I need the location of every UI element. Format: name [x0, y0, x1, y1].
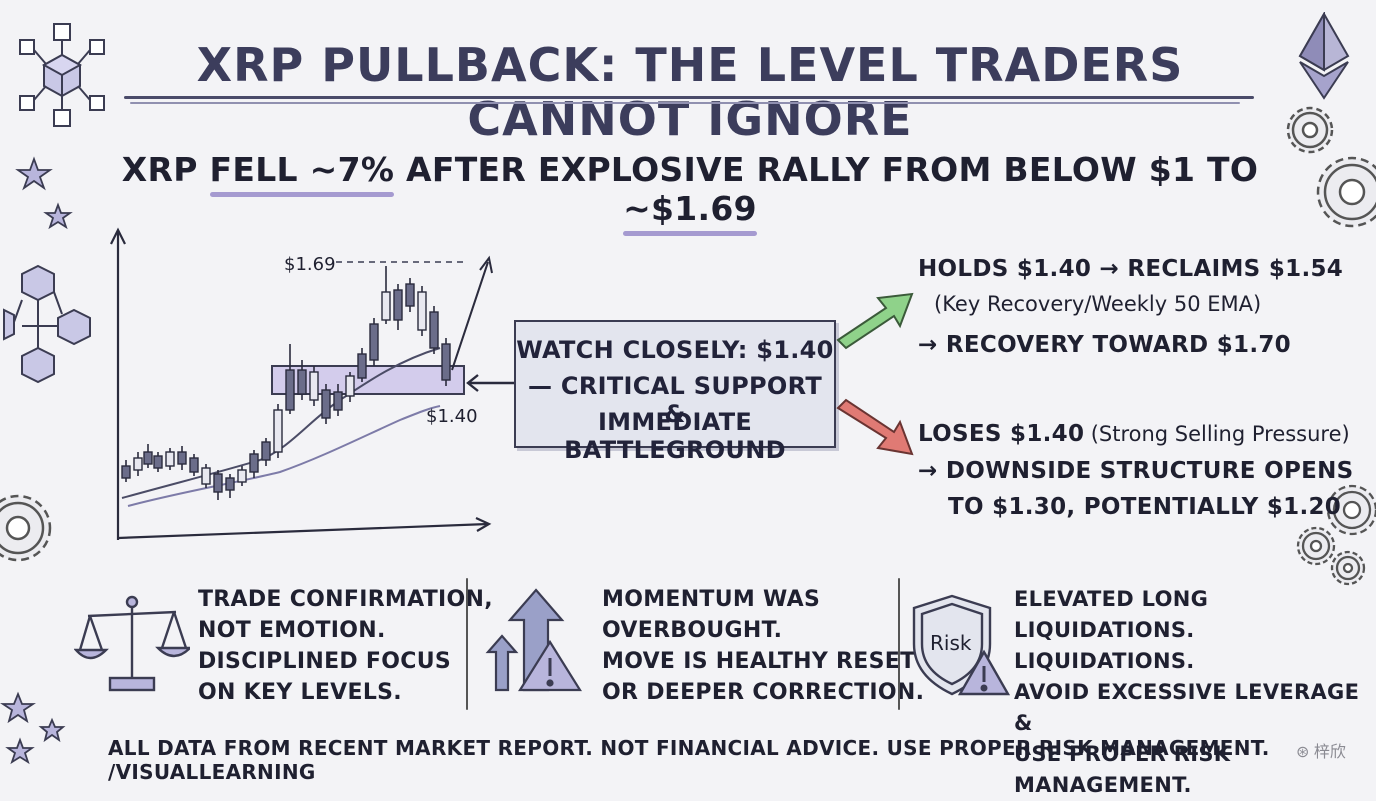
candles: [121, 266, 451, 500]
candle-body: [429, 311, 439, 349]
ema-fast: [121, 347, 441, 499]
candle-body: [143, 451, 153, 465]
x-axis-arrow: [475, 517, 492, 532]
bear-line3: TO $1.30, POTENTIALLY $1.20: [948, 494, 1342, 520]
takeaway-1-line1: TRADE CONFIRMATION,: [198, 587, 493, 612]
stars-bottom-icon: [0, 691, 66, 765]
candle-body: [201, 467, 211, 485]
gears-icon: [1286, 106, 1376, 228]
takeaway-2-line4: OR DEEPER CORRECTION.: [602, 680, 925, 705]
support-price-label: $1.40: [426, 406, 478, 427]
footer-disclaimer: ALL DATA FROM RECENT MARKET REPORT. NOT …: [108, 736, 1270, 784]
headline-highlight-peak: ~$1.69: [623, 189, 757, 228]
headline-part1: XRP: [121, 150, 210, 189]
momentum-arrows-icon: [485, 588, 582, 692]
takeaway-1-line4: ON KEY LEVELS.: [198, 680, 402, 705]
ethereum-icon: [1298, 12, 1350, 100]
shield-label: Risk: [930, 631, 972, 655]
takeaway-1: TRADE CONFIRMATION, NOT EMOTION. DISCIPL…: [198, 584, 493, 708]
pointer-arrow: [466, 374, 518, 392]
candle-body: [285, 369, 295, 411]
candle-body: [121, 465, 131, 479]
price-chart: $1.69 $1.40: [110, 227, 493, 540]
watch-callout: WATCH CLOSELY: $1.40 — CRITICAL SUPPORT …: [514, 320, 836, 464]
cube-network-icon: [3, 264, 91, 384]
candle-body: [369, 323, 379, 361]
candle-body: [177, 451, 187, 465]
candle-body: [345, 375, 355, 397]
watermark: ⊛ 梓欣: [1296, 744, 1346, 761]
callout-line3: IMMEDIATE BATTLEGROUND: [564, 408, 786, 464]
candle-body: [333, 391, 343, 411]
takeaway-3-line2: LIQUIDATIONS. LIQUIDATIONS.: [1014, 618, 1195, 673]
bull-arrow-icon: [836, 292, 914, 350]
bull-line2: (Key Recovery/Weekly 50 EMA): [934, 292, 1262, 316]
headline: XRP FELL ~7% AFTER EXPLOSIVE RALLY FROM …: [120, 150, 1260, 228]
candle-body: [441, 343, 451, 381]
candle-body: [225, 477, 235, 491]
title-underline: [124, 96, 1254, 99]
takeaway-2-line2: OVERBOUGHT.: [602, 618, 783, 643]
candle-body: [189, 457, 199, 473]
candle-body: [153, 455, 163, 469]
stars-icon: [15, 156, 73, 230]
network-cubes-icon: [19, 23, 105, 127]
bear-line1: LOSES $1.40: [918, 421, 1085, 447]
candle-body: [393, 289, 403, 321]
callout-line2: — CRITICAL SUPPORT &: [527, 372, 823, 428]
takeaway-1-line2: NOT EMOTION.: [198, 618, 386, 643]
takeaway-2: MOMENTUM WAS OVERBOUGHT. MOVE IS HEALTHY…: [602, 584, 924, 708]
risk-shield-icon: Risk: [912, 594, 1010, 696]
takeaway-2-line1: MOMENTUM WAS: [602, 587, 821, 612]
balance-scale-icon: [74, 595, 190, 692]
peak-price-label: $1.69: [284, 254, 336, 275]
candle-body: [417, 291, 427, 331]
candle-body: [405, 283, 415, 307]
divider-2: [898, 578, 900, 710]
takeaway-3-line3: AVOID EXCESSIVE LEVERAGE &: [1014, 680, 1360, 735]
candle-body: [309, 371, 319, 401]
ema-slow: [127, 405, 441, 507]
candle-body: [165, 451, 175, 467]
title-text: XRP PULLBACK: THE LEVEL TRADERS CANNOT I…: [196, 38, 1184, 146]
headline-part2: AFTER EXPLOSIVE RALLY FROM BELOW $1 TO: [394, 150, 1259, 189]
candle-body: [381, 291, 391, 321]
bear-line2: → DOWNSIDE STRUCTURE OPENS: [918, 458, 1354, 484]
candle-body: [249, 453, 259, 473]
divider-1: [466, 578, 468, 710]
candle-body: [213, 473, 223, 493]
bull-line3: → RECOVERY TOWARD $1.70: [918, 332, 1291, 358]
y-axis-arrow: [110, 227, 126, 245]
candle-body: [357, 353, 367, 379]
headline-highlight-fall: FELL ~7%: [209, 150, 395, 189]
title-underline-secondary: [130, 102, 1240, 104]
candle-body: [297, 369, 307, 395]
x-axis: [117, 522, 489, 540]
takeaway-1-line3: DISCIPLINED FOCUS: [198, 649, 451, 674]
candle-body: [261, 441, 271, 461]
candle-body: [273, 409, 283, 453]
takeaway-2-line3: MOVE IS HEALTHY RESET: [602, 649, 916, 674]
bear-arrow-icon: [836, 398, 914, 456]
candle-body: [133, 457, 143, 471]
takeaway-3-line1: ELEVATED LONG: [1014, 587, 1209, 611]
candle-body: [237, 469, 247, 483]
page-title: XRP PULLBACK: THE LEVEL TRADERS CANNOT I…: [120, 30, 1260, 146]
bear-line1-wrap: LOSES $1.40 (Strong Selling Pressure): [918, 420, 1350, 447]
rebound-arrow: [451, 261, 489, 371]
candle-body: [321, 389, 331, 419]
callout-line1: WATCH CLOSELY: $1.40: [516, 336, 834, 364]
gears-right-icon: [1296, 484, 1376, 586]
bear-line1-note: (Strong Selling Pressure): [1090, 422, 1350, 446]
gear-left-icon: [0, 494, 52, 562]
bull-line1: HOLDS $1.40 → RECLAIMS $1.54: [918, 256, 1344, 282]
